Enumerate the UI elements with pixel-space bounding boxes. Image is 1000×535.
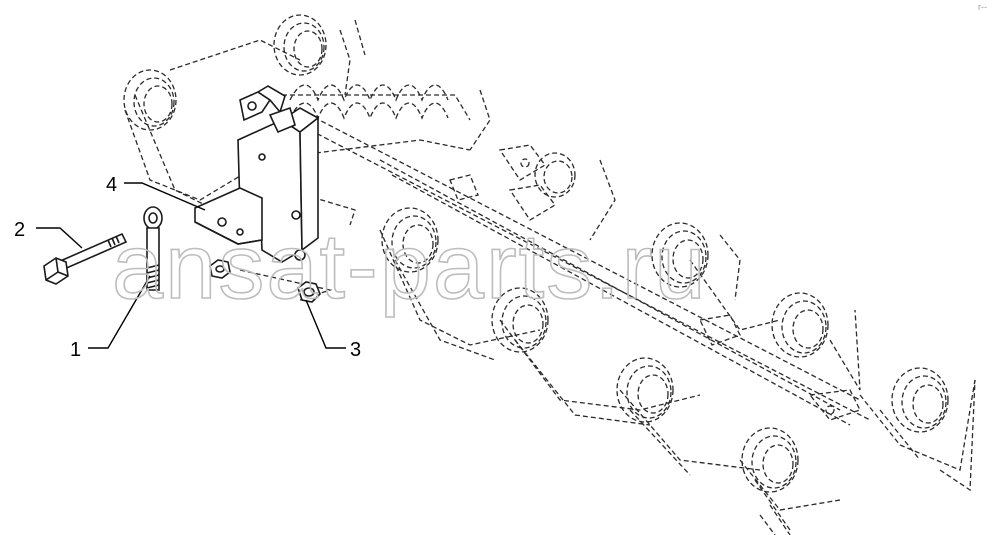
hex-bolt-icon [43, 232, 128, 285]
corner-mark: r-- [978, 2, 987, 12]
callout-4: 4 [106, 174, 117, 196]
rake-assembly-background [123, 14, 976, 535]
hex-nut-icon [209, 259, 231, 279]
callout-2: 2 [14, 219, 25, 241]
callout-1: 1 [70, 339, 81, 361]
leader-lines [36, 182, 346, 349]
tine-wires [124, 19, 976, 535]
eye-bolt-icon [143, 206, 163, 291]
hex-nut-icon [297, 281, 321, 303]
watermark-text: ansat-parts.ru [112, 216, 708, 318]
mounting-bracket-icon [194, 85, 320, 263]
callout-3: 3 [350, 339, 361, 361]
tension-spring [289, 84, 449, 120]
